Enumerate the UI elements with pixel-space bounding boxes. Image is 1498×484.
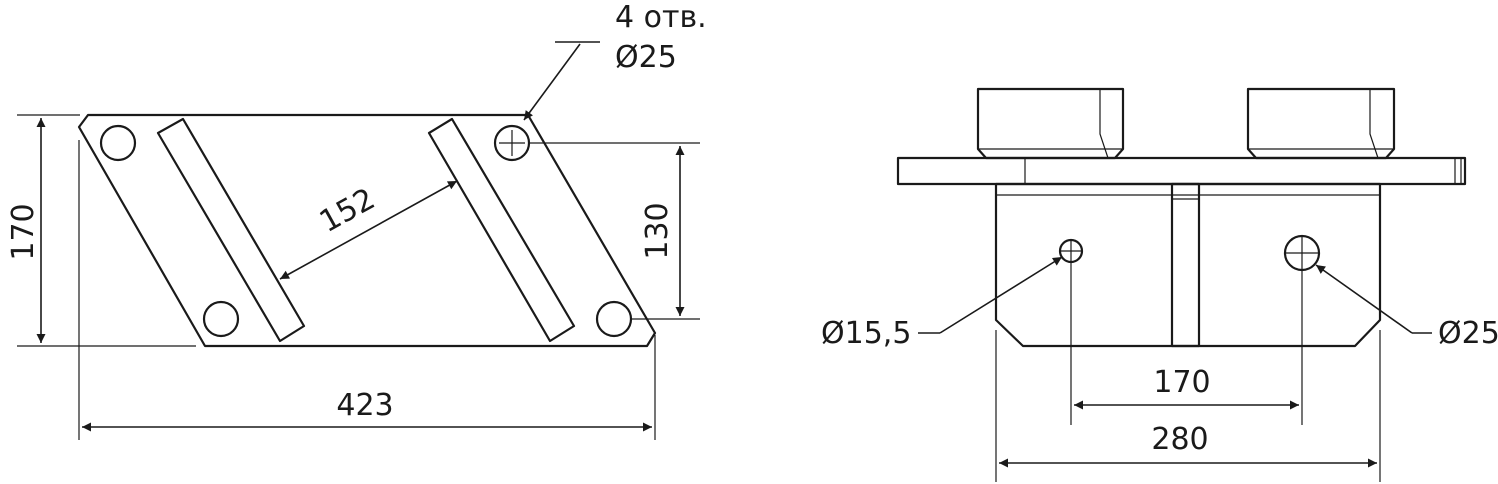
leader-arrow-small-hole [939,256,1063,334]
base-block [994,182,1382,348]
label-small-hole: Ø15,5 [821,316,911,351]
bolt-hole-top-right [493,124,531,162]
holes-note-diameter: Ø25 [615,40,677,75]
dimension-hole-spacing-vertical: 130 [640,202,675,259]
extension-lines-plan [17,114,700,440]
dimension-rib-spacing: 152 [314,182,381,240]
top-block-right-bevel [1248,89,1394,159]
leader-arrow-holes [523,43,581,121]
bolt-hole-bottom-right [595,300,633,338]
bolt-hole-bottom-left [202,300,240,338]
top-block-left-bevel [978,89,1123,159]
dimension-base-width: 280 [1151,422,1208,457]
dimension-total-height: 170 [6,203,41,260]
label-large-hole: Ø25 [1438,316,1498,351]
dimension-total-length: 423 [336,388,393,423]
plan-view: 423 170 130 152 4 отв. Ø25 [6,0,707,440]
leader-arrow-large-hole [1315,264,1413,334]
rib-right [427,117,576,343]
rail-details [1024,158,1462,184]
top-block-right [1246,87,1396,160]
top-block-left [976,87,1125,160]
bolt-hole-top-left [99,124,137,162]
rib-left [156,117,306,343]
center-mark-top-right [499,130,525,156]
center-rib [1170,182,1201,348]
dimension-hole-center-distance: 170 [1153,365,1210,400]
holes-note-count: 4 отв. [615,0,707,35]
elevation-view: 170 280 Ø15,5 Ø25 [821,87,1498,482]
extension-lines-elevation [995,236,1381,482]
dimension-line-rib-spacing [279,180,458,280]
rail [896,156,1467,186]
